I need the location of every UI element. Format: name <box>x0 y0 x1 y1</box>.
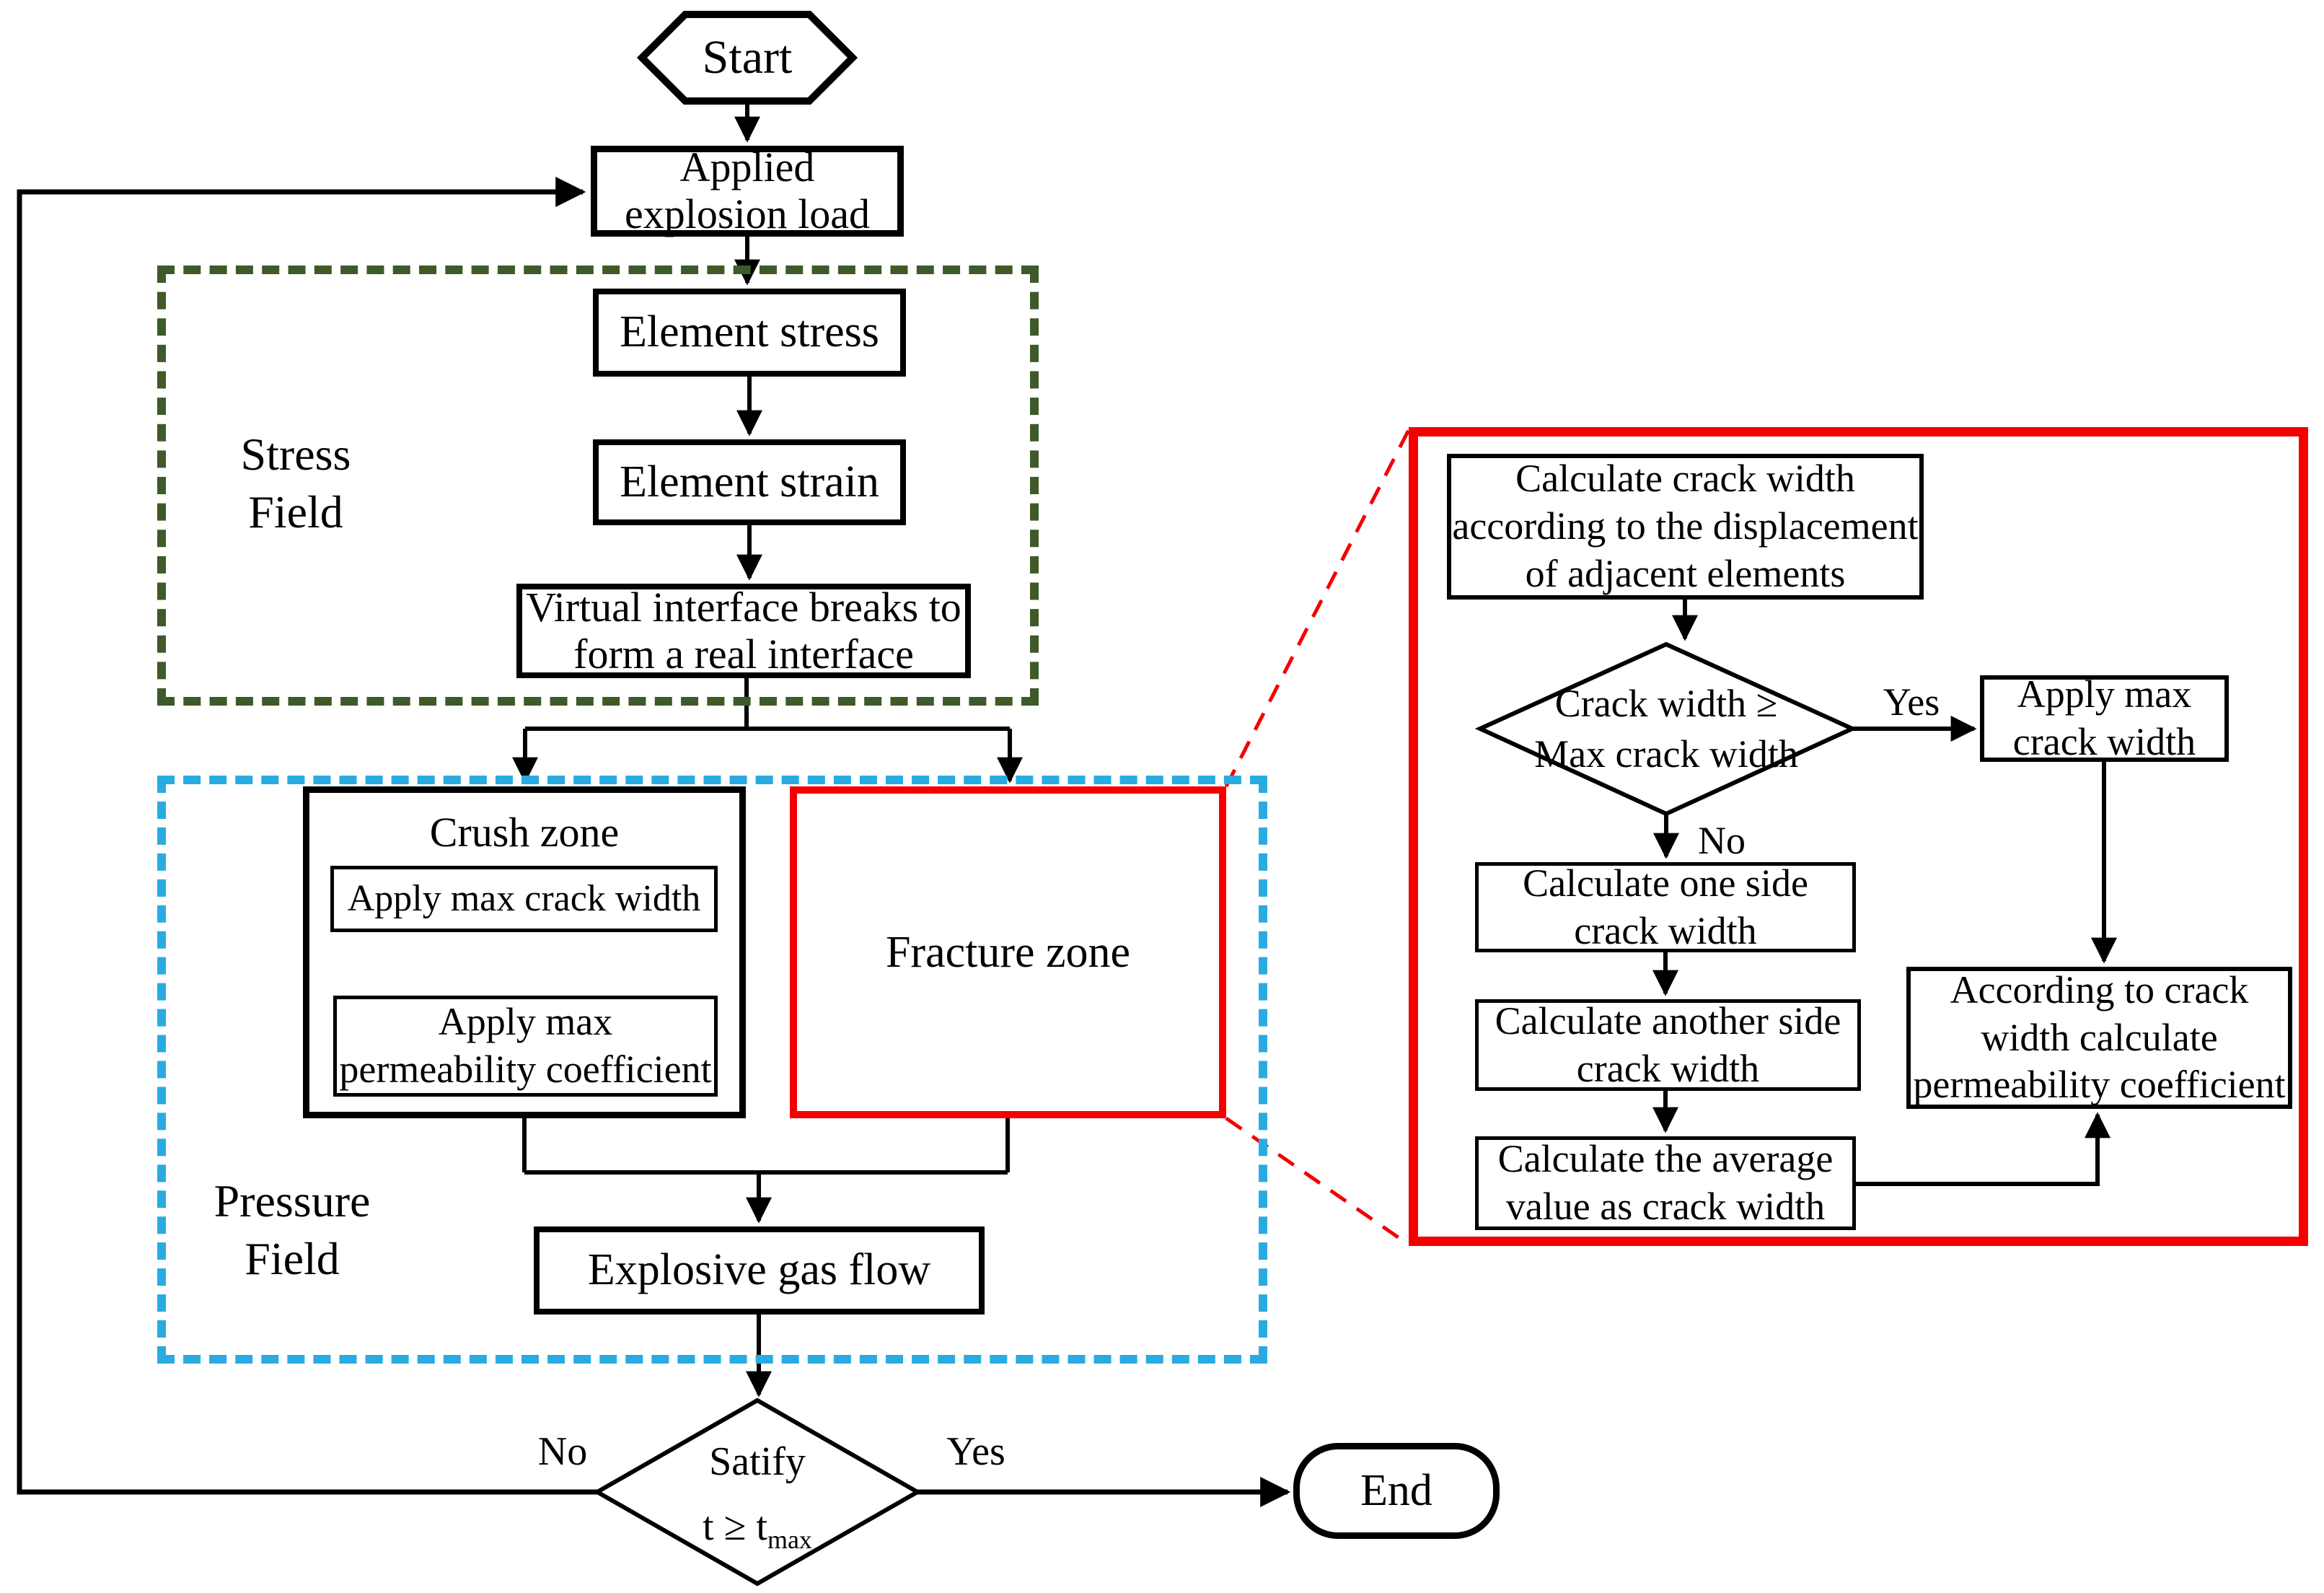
detail-yes-label: Yes <box>1883 680 1940 724</box>
according-permeability-node: According to crack width calculate perme… <box>1906 967 2292 1109</box>
detail-decision-diamond <box>1474 641 1858 817</box>
decision-diamond <box>592 1397 923 1587</box>
virtual-interface-node: Virtual interface breaks to form a real … <box>516 584 971 678</box>
decision-no-label: No <box>537 1429 588 1474</box>
stress-field-label: Stress Field <box>240 429 351 537</box>
edge-no-feedback-loop <box>17 177 597 1495</box>
decision-yes-label: Yes <box>946 1429 1005 1474</box>
explosive-gas-flow-node: Explosive gas flow <box>534 1226 985 1315</box>
decision-diamond-text: Satify t ≥ tmax <box>613 1427 902 1561</box>
apply-max-crack-width-node: Apply max crack width <box>330 866 718 932</box>
edge-detail-link-bottom <box>1225 1116 1408 1245</box>
calculate-average-node: Calculate the average value as crack wid… <box>1475 1136 1856 1230</box>
edge-detail-link-top <box>1224 429 1411 788</box>
fracture-zone-label: Fracture zone <box>885 927 1131 977</box>
element-strain-node: Element strain <box>593 439 906 525</box>
decision-condition: t ≥ t <box>703 1504 767 1549</box>
fracture-detail-panel <box>1409 427 2308 1246</box>
calculate-another-side-node: Calculate another side crack width <box>1475 999 1861 1091</box>
pressure-field-region <box>157 776 1267 1364</box>
end-node: End <box>1293 1443 1500 1539</box>
detail-no-label: No <box>1698 819 1746 863</box>
start-hexagon <box>636 11 858 105</box>
calculate-crack-width-node: Calculate crack width according to the d… <box>1447 454 1924 600</box>
stress-field-region <box>157 266 1039 706</box>
pressure-field-label: Pressure Field <box>214 1175 371 1284</box>
calculate-one-side-node: Calculate one side crack width <box>1475 861 1856 952</box>
applied-explosion-load-node: Applied explosion load <box>591 144 904 237</box>
detail-decision-text: Crack width ≥ Max crack width <box>1534 681 1798 776</box>
decision-line2: t ≥ tmax <box>703 1504 812 1553</box>
crush-zone-title: Crush zone <box>429 808 620 856</box>
decision-line1: Satify <box>709 1439 806 1484</box>
fracture-zone-node: Fracture zone <box>790 786 1226 1118</box>
edge-average-according <box>1856 1112 2110 1186</box>
element-stress-node: Element stress <box>593 289 906 377</box>
decision-condition-sub: max <box>767 1524 812 1554</box>
detail-apply-max-crack-width-node: Apply max crack width <box>1980 672 2229 763</box>
apply-max-permeability-node: Apply max permeability coefficient <box>333 996 718 1097</box>
start-node-label: Start <box>702 31 793 84</box>
